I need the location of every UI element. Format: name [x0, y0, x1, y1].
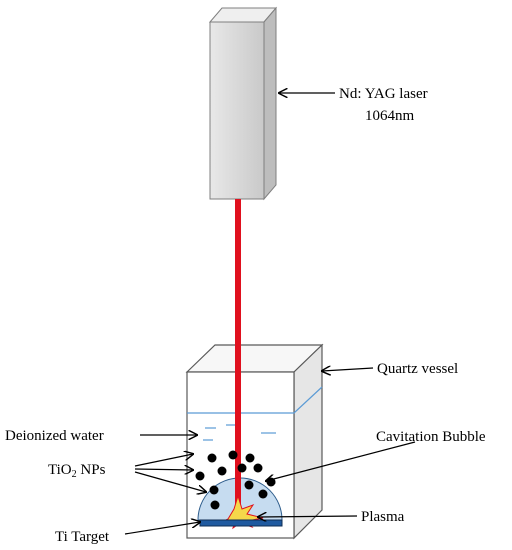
nps-arrow-1 [134, 454, 193, 467]
laser-side-face [263, 6, 277, 201]
bubble-label: Cavitation Bubble [376, 429, 486, 445]
laser-beam [235, 199, 241, 517]
laser-label-line1: Nd: YAG laser [339, 86, 428, 102]
vessel-side-face [293, 343, 323, 540]
nps-arrow-3 [134, 471, 206, 492]
water-surface-line [187, 386, 323, 414]
nps-arrow-2 [134, 469, 193, 470]
target-label: Ti Target [55, 529, 110, 545]
nps-label: TiO2 NPs [48, 462, 106, 480]
nps-label-subscript: 2 [72, 469, 77, 480]
water-label: Deionized water [5, 428, 104, 444]
nanoparticle [217, 466, 227, 476]
target-arrow [124, 522, 200, 535]
nanoparticle [209, 485, 219, 495]
laser-head [208, 6, 278, 201]
plasma-label: Plasma [361, 509, 405, 525]
nanoparticle [210, 500, 220, 510]
nanoparticle [245, 453, 255, 463]
bubble-arrow [266, 441, 416, 481]
nps-label-suffix: NPs [77, 462, 106, 478]
nanoparticle [244, 480, 254, 490]
ti-target [199, 519, 283, 527]
nanoparticle [237, 463, 247, 473]
nps-label-main: TiO [48, 462, 72, 478]
nanoparticle [207, 453, 217, 463]
callout-arrows [124, 93, 416, 535]
nanoparticle [228, 450, 238, 460]
nanoparticle [258, 489, 268, 499]
nanoparticle [253, 463, 263, 473]
plasma-arrow [258, 516, 358, 517]
nanoparticle [195, 471, 205, 481]
laser-front-face [209, 21, 265, 200]
vessel-label: Quartz vessel [377, 361, 458, 377]
laser-label-line2: 1064nm [365, 108, 415, 124]
vessel-arrow [322, 368, 374, 371]
